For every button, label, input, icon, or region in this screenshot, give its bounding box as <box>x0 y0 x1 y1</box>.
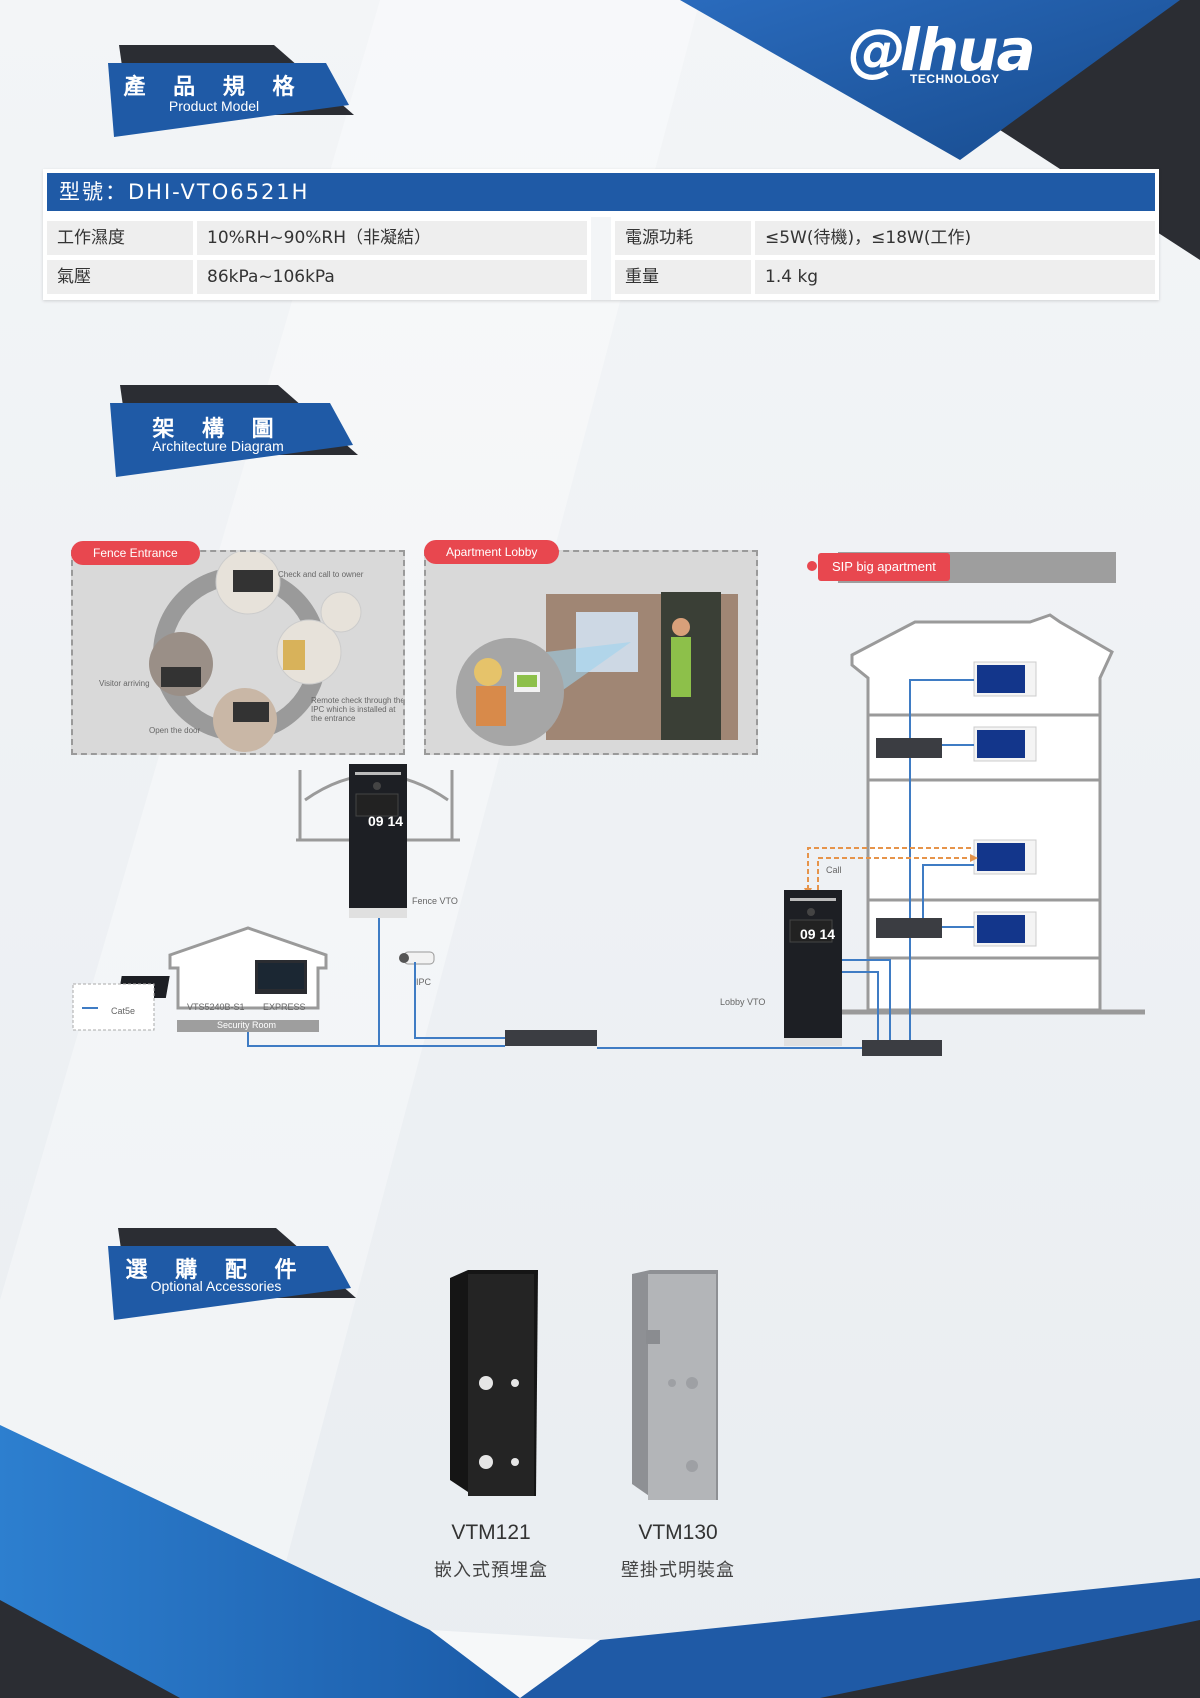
spec-divider <box>591 217 611 300</box>
monitor-icon <box>973 839 1037 875</box>
network-diagram <box>72 613 1145 1056</box>
spec-model-title: 型號：DHI-VTO6521H <box>47 173 1155 211</box>
svg-text:@: @ <box>848 16 904 84</box>
apartment-lobby-panel <box>424 550 758 755</box>
fence-vto-time: 09 14 <box>368 813 404 829</box>
brand-logo: @ lhua TECHNOLOGY <box>848 16 1078 92</box>
label-lobby-vto: Lobby VTO <box>720 997 766 1007</box>
logo-subtitle: TECHNOLOGY <box>910 72 1000 86</box>
label-vts-model: VTS5240B-S1 <box>187 1002 245 1012</box>
label-fence-vto: Fence VTO <box>412 896 458 906</box>
fence-entrance-illustration <box>149 552 362 752</box>
spec-label: 電源功耗 <box>615 221 751 255</box>
section-title-en: Architecture Diagram <box>152 438 284 454</box>
fence-vto-device <box>349 764 407 918</box>
label-ipc: IPC <box>416 977 432 987</box>
section-header-product-model: 產 品 規 格 Product Model <box>104 45 364 137</box>
monitor-icon <box>973 661 1037 697</box>
tag-fence-entrance: Fence Entrance <box>71 541 200 565</box>
section-title-zh: 架 構 圖 <box>152 417 284 442</box>
monitor-icon <box>973 726 1037 762</box>
tag-apartment-lobby: Apartment Lobby <box>424 540 560 564</box>
label-remote-check: Remote check through the IPC which is in… <box>311 696 405 723</box>
label-call: Call <box>826 865 842 875</box>
apartment-lobby-illustration <box>456 592 738 746</box>
accessory-description: 壁掛式明裝盒 <box>621 1560 735 1581</box>
sip-tag-dot <box>807 561 817 571</box>
lobby-vto-device <box>784 890 842 1046</box>
lobby-vto-time: 09 14 <box>800 926 836 942</box>
label-security-room: Security Room <box>217 1020 277 1030</box>
spec-label: 氣壓 <box>47 260 193 294</box>
spec-value: 1.4 kg <box>755 260 1155 294</box>
section-title-zh: 選 購 配 件 <box>125 1258 307 1283</box>
spec-table: 型號：DHI-VTO6521H 工作濕度 10%RH~90%RH（非凝結） 電源… <box>43 169 1159 300</box>
label-check-call: Check and call to owner <box>278 570 364 579</box>
ipc-camera-icon <box>399 951 435 965</box>
spec-label: 重量 <box>615 260 751 294</box>
label-open-door: Open the door <box>149 726 201 735</box>
spec-label: 工作濕度 <box>47 221 193 255</box>
spec-value: 86kPa~106kPa <box>197 260 587 294</box>
fence-entrance-panel: Check and call to owner Visitor arriving… <box>71 550 405 755</box>
accessory-name: VTM130 <box>638 1521 718 1544</box>
label-express: EXPRESS <box>263 1002 306 1012</box>
vtm130-box-image <box>632 1270 718 1500</box>
label-visitor-arriving: Visitor arriving <box>99 679 150 688</box>
section-title-en: Optional Accessories <box>150 1278 282 1294</box>
monitor-icon <box>973 911 1037 947</box>
vtm121-box-image <box>450 1270 538 1496</box>
section-title-zh: 產 品 規 格 <box>123 75 305 100</box>
svg-text:lhua: lhua <box>900 16 1034 84</box>
section-title-en: Product Model <box>168 98 260 114</box>
logo-wordmark: @ lhua <box>848 14 1078 102</box>
spec-value: ≤5W(待機)，≤18W(工作) <box>755 221 1155 255</box>
accessory-images <box>450 1270 718 1500</box>
accessory-description: 嵌入式預埋盒 <box>434 1560 548 1581</box>
spec-value: 10%RH~90%RH（非凝結） <box>197 221 587 255</box>
section-header-accessories: 選 購 配 件 Optional Accessories <box>106 1228 366 1320</box>
section-header-architecture: 架 構 圖 Architecture Diagram <box>108 385 368 477</box>
legend-cat5e: Cat5e <box>111 1006 136 1016</box>
tag-sip-big-apartment: SIP big apartment <box>818 553 950 581</box>
accessory-name: VTM121 <box>451 1521 531 1544</box>
